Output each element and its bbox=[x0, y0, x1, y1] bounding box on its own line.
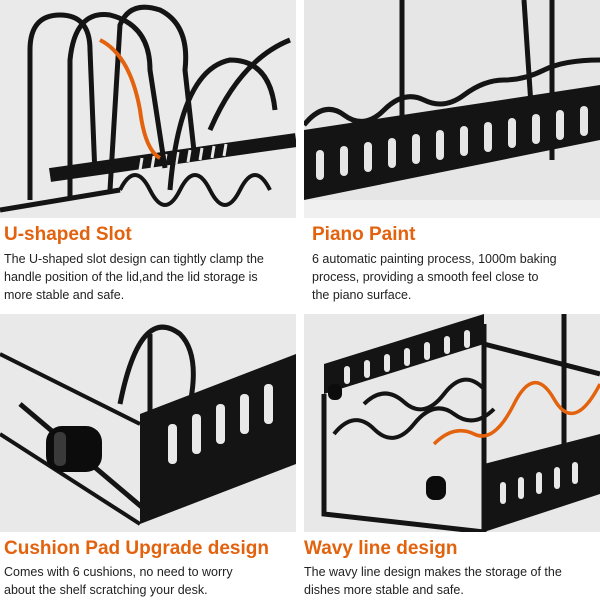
feature-title-cushion-pad: Cushion Pad Upgrade design bbox=[4, 538, 269, 559]
feature-desc-line: process, providing a smooth feel close t… bbox=[312, 270, 539, 284]
feature-desc-line: the piano surface. bbox=[312, 288, 412, 302]
feature-desc-wavy-line: The wavy line design makes the storage o… bbox=[304, 563, 596, 599]
cushion-pad-rack-illustration bbox=[0, 314, 296, 532]
feature-title-u-shaped-slot: U-shaped Slot bbox=[4, 224, 132, 245]
feature-desc-piano-paint: 6 automatic painting process, 1000m baki… bbox=[312, 250, 596, 304]
feature-desc-line: more stable and safe. bbox=[4, 288, 125, 302]
feature-title-wavy-line: Wavy line design bbox=[304, 538, 458, 559]
feature-desc-line: The U-shaped slot design can tightly cla… bbox=[4, 252, 264, 266]
cushion-pad-photo bbox=[0, 314, 296, 532]
u-shaped-slot-rack-illustration bbox=[0, 0, 296, 218]
feature-desc-line: dishes more stable and safe. bbox=[304, 583, 464, 597]
feature-desc-line: handle position of the lid,and the lid s… bbox=[4, 270, 258, 284]
feature-desc-cushion-pad: Comes with 6 cushions, no need to worry … bbox=[4, 563, 296, 599]
piano-paint-rack-illustration bbox=[304, 0, 600, 218]
piano-paint-photo bbox=[304, 0, 600, 218]
feature-desc-line: 6 automatic painting process, 1000m baki… bbox=[312, 252, 557, 266]
feature-desc-line: The wavy line design makes the storage o… bbox=[304, 565, 562, 579]
feature-title-piano-paint: Piano Paint bbox=[312, 224, 416, 245]
u-shaped-slot-photo bbox=[0, 0, 296, 218]
feature-desc-u-shaped-slot: The U-shaped slot design can tightly cla… bbox=[4, 250, 296, 304]
wavy-line-photo bbox=[304, 314, 600, 532]
plate-slots bbox=[316, 106, 588, 180]
wavy-line-rack-illustration bbox=[304, 314, 600, 532]
feature-desc-line: Comes with 6 cushions, no need to worry bbox=[4, 565, 233, 579]
feature-desc-line: about the shelf scratching your desk. bbox=[4, 583, 208, 597]
